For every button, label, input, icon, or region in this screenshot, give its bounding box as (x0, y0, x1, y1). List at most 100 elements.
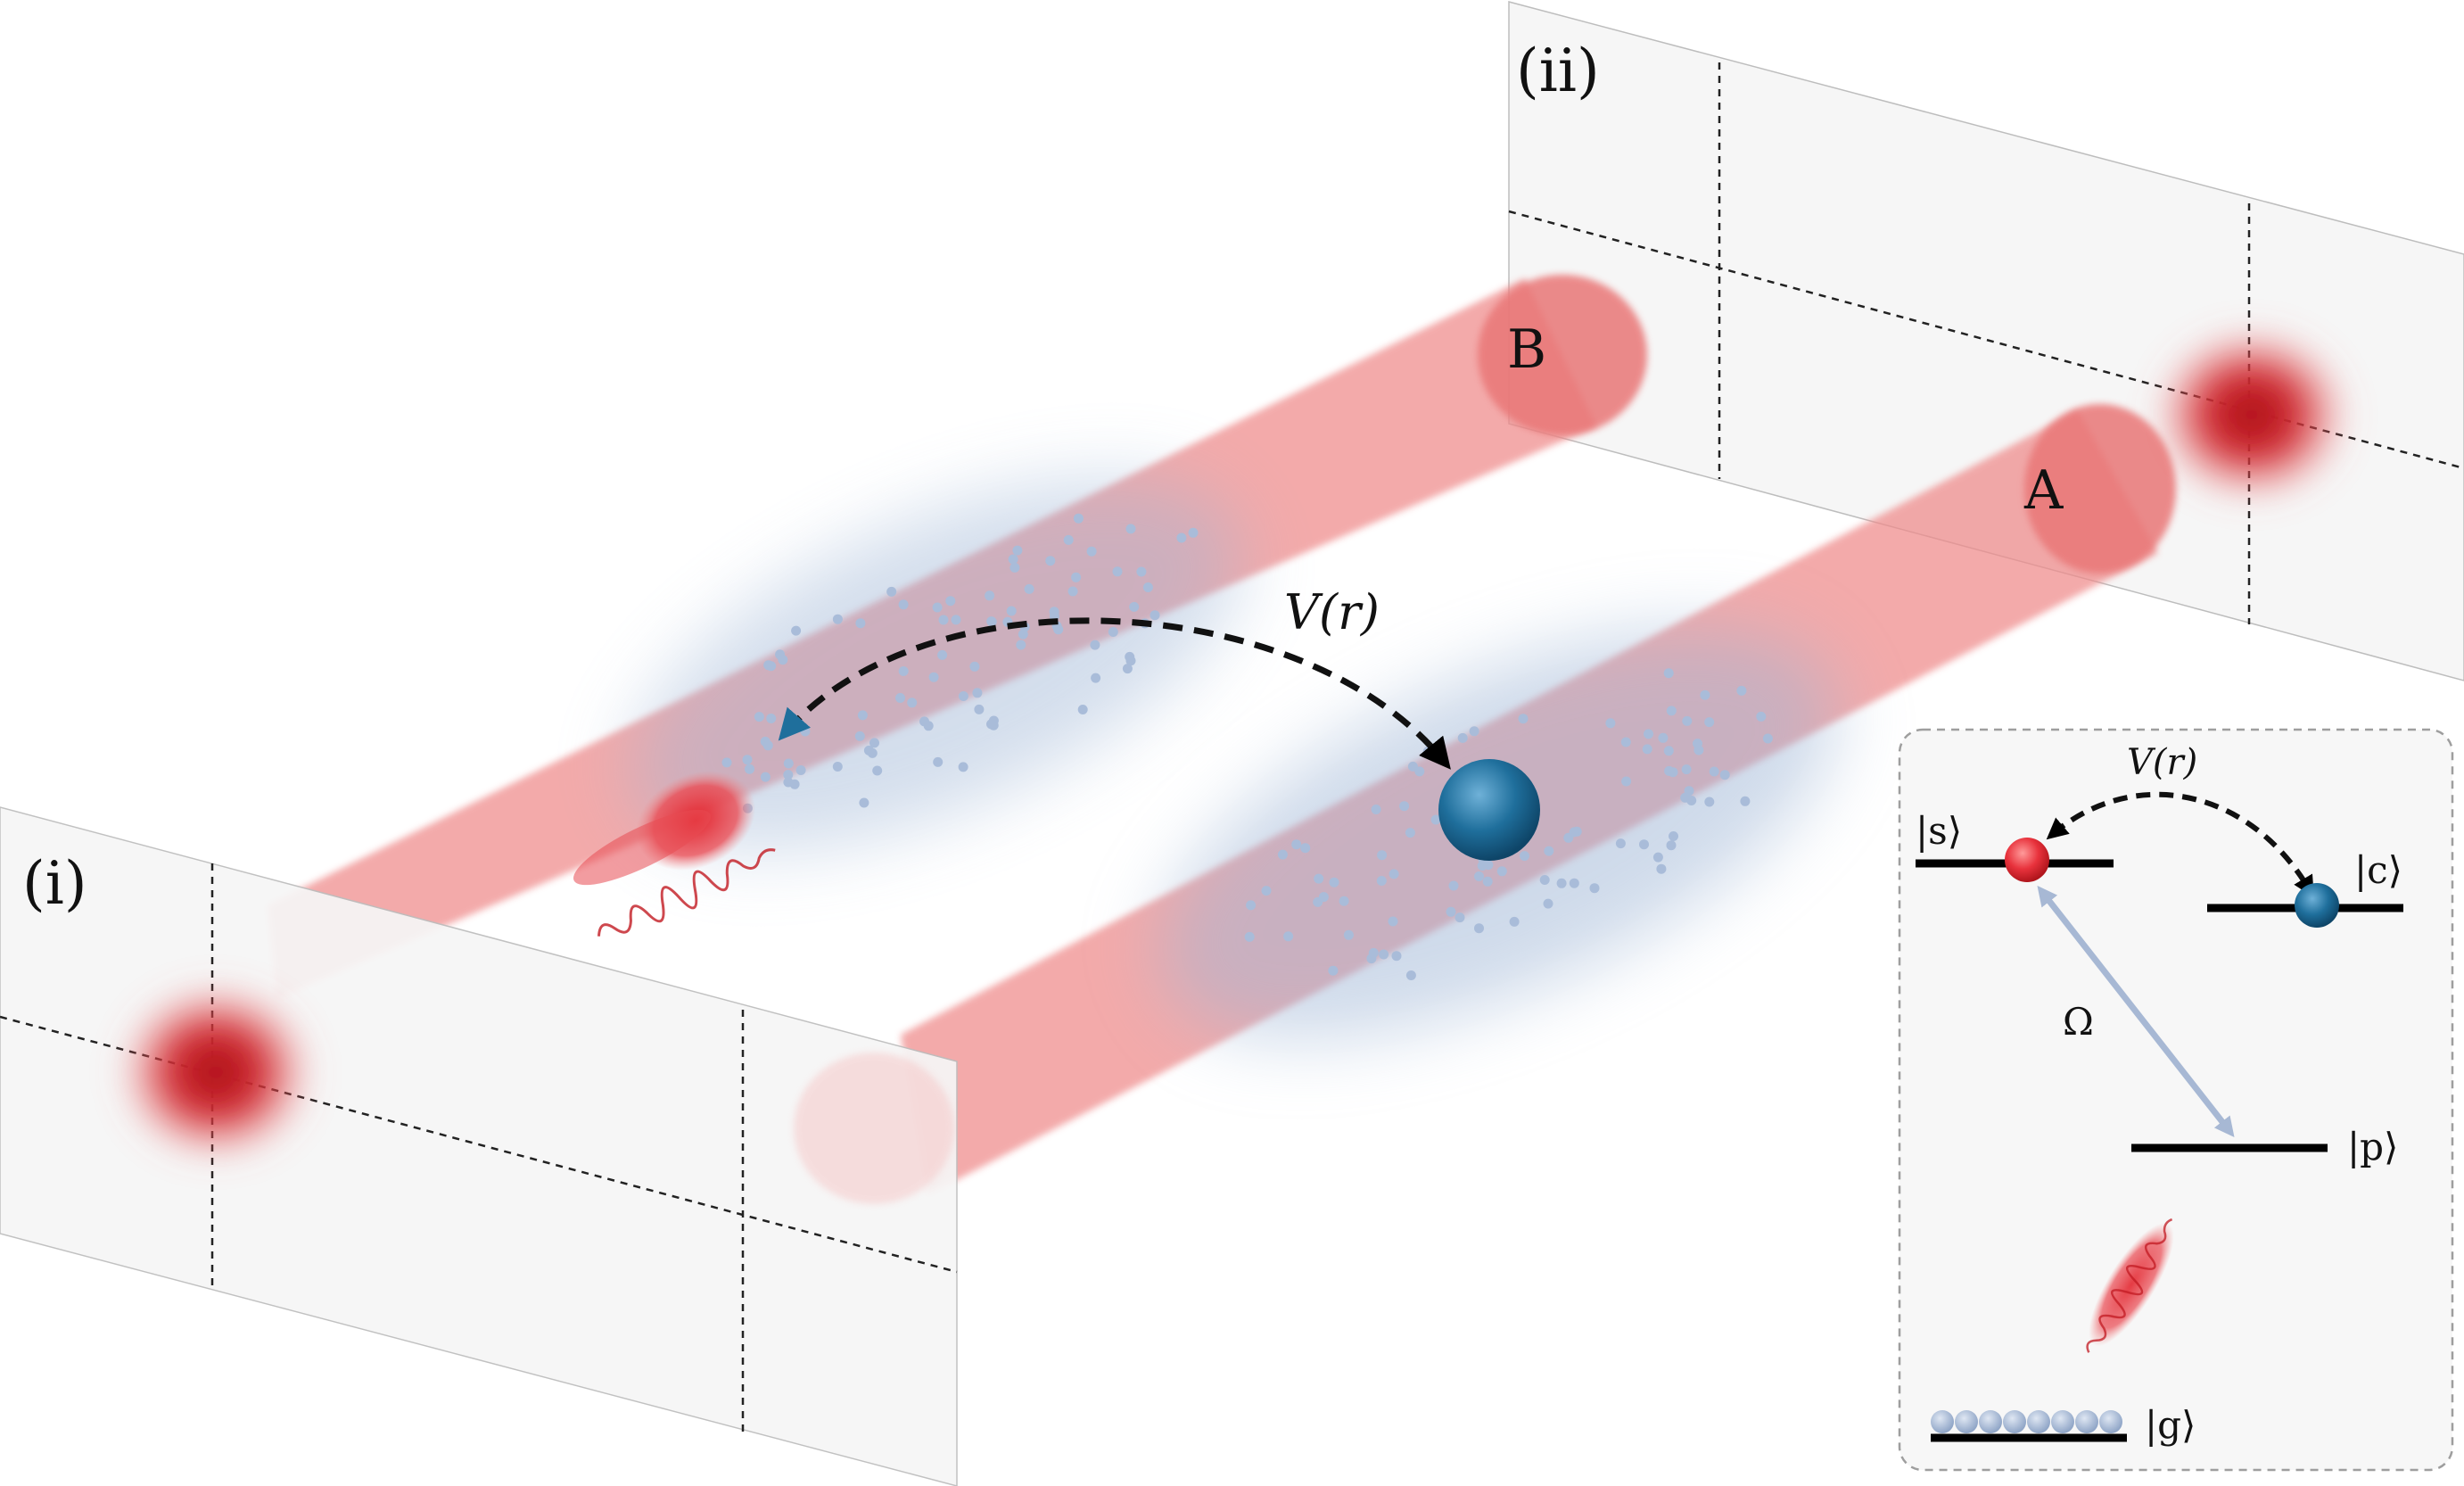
ground-atom (1955, 1410, 1978, 1433)
cloud-atom (1509, 916, 1520, 927)
cloud-atom (1388, 916, 1398, 927)
cloud-atom (1474, 923, 1484, 934)
level-scheme-inset: V(r) |s⟩ |c⟩ Ω |p⟩ |g⟩ (1898, 728, 2454, 1472)
ground-atom (2099, 1410, 2122, 1433)
cloud-atom (1482, 876, 1493, 887)
interaction-arrow: V(r) (778, 584, 1451, 770)
cloud-atom (1314, 873, 1324, 884)
panel-i-beam-spot (118, 983, 314, 1161)
cloud-atom (1569, 827, 1579, 838)
cloud-atom (1012, 545, 1023, 556)
cloud-atom (886, 586, 897, 597)
cloud-atom (1496, 866, 1507, 877)
cloud-atom (1474, 871, 1484, 881)
cloud-atom (762, 740, 773, 751)
cloud-atom (766, 661, 777, 672)
ground-atom (2003, 1410, 2026, 1433)
cloud-atom (1006, 606, 1017, 616)
ground-state-atoms (1931, 1410, 2122, 1433)
cloud-atom (1136, 566, 1147, 577)
panel-i-frame (0, 806, 958, 1486)
inset-interaction-label: V(r) (2127, 742, 2197, 783)
cloud-atom (1318, 892, 1329, 903)
cloud-atom (721, 757, 732, 768)
cloud-atom (1300, 843, 1311, 854)
cloud-atom (1556, 878, 1567, 888)
cloud-atom (1108, 627, 1118, 637)
cloud-atom (1663, 746, 1674, 756)
beam-b-label: B (1507, 318, 1546, 381)
level-g-label: |g⟩ (2145, 1403, 2196, 1447)
cloud-atom (1652, 852, 1663, 863)
panel-ii-frame (1508, 1, 2464, 681)
cloud-atom (1371, 805, 1381, 814)
cloud-atom (855, 618, 866, 629)
ground-atom (2075, 1410, 2098, 1433)
cloud-atom (1018, 629, 1028, 640)
inset-photon-wavepacket (2086, 1218, 2174, 1353)
cloud-atom (859, 797, 869, 808)
cloud-atom (1736, 685, 1747, 696)
cloud-atom (1642, 744, 1652, 755)
cloud-atom (1067, 586, 1078, 597)
cloud-atom (795, 765, 806, 775)
cloud-atom (898, 599, 909, 610)
cloud-atom (1620, 737, 1631, 747)
cloud-atom (1704, 717, 1715, 728)
cloud-atom (1543, 898, 1553, 909)
cloud-atom (1666, 840, 1677, 851)
cloud-atom (1063, 534, 1074, 545)
cloud-atom (766, 714, 777, 723)
photon-wavepacket (573, 771, 776, 937)
cloud-atom (986, 616, 997, 627)
cloud-atom (1639, 839, 1649, 850)
cloud-atom (1176, 532, 1187, 543)
panel-i-label: (i) (22, 849, 87, 918)
cloud-atom (800, 726, 811, 737)
cloud-atom (1150, 610, 1160, 621)
cloud-atom (1520, 851, 1529, 862)
cloud-atom (958, 691, 968, 701)
cloud-atom (1704, 797, 1715, 807)
cloud-atom (1658, 732, 1669, 743)
cloud-atom (1073, 513, 1084, 524)
cloud-atom (1016, 640, 1026, 650)
cloud-atom (1368, 947, 1379, 958)
panel-i-beam-exit (794, 1053, 954, 1204)
cloud-atom (1448, 880, 1459, 891)
cloud-atom (1539, 875, 1550, 885)
ground-atom (1979, 1410, 2002, 1433)
cloud-atom (1045, 556, 1056, 566)
cloud-atom (928, 672, 939, 682)
cloud-atom (1339, 896, 1349, 906)
cloud-atom (1244, 931, 1255, 942)
cloud-atom (1091, 673, 1101, 683)
cloud-atom (1024, 583, 1034, 594)
cloud-atom (1544, 846, 1554, 856)
cloud-atom (745, 764, 754, 774)
cloud-atom (969, 661, 980, 672)
cloud-atom (1663, 668, 1674, 679)
cloud-atom (854, 731, 865, 741)
cloud-atom (1669, 831, 1678, 841)
cloud-atom (919, 716, 929, 727)
cloud-atom (1668, 767, 1678, 778)
cloud-atom (1682, 715, 1693, 726)
cloud-atom (1389, 869, 1399, 879)
cloud-atom (1009, 562, 1020, 573)
red-atom (2005, 838, 2049, 882)
cloud-atom (1569, 878, 1579, 888)
cloud-atom (742, 755, 753, 765)
cloud-atom (1686, 796, 1697, 805)
level-p-label: |p⟩ (2347, 1125, 2398, 1168)
cloud-atom (1077, 705, 1088, 714)
cloud-atom (1277, 849, 1288, 860)
cloud-atom (1719, 770, 1730, 780)
cloud-atom (1709, 766, 1719, 777)
cloud-atom (1090, 640, 1100, 650)
ground-atom (2051, 1410, 2074, 1433)
rabi-label: Ω (2063, 1000, 2094, 1044)
cloud-atom (1283, 931, 1294, 942)
cloud-atom (1142, 582, 1153, 592)
cloud-atom (951, 615, 961, 625)
